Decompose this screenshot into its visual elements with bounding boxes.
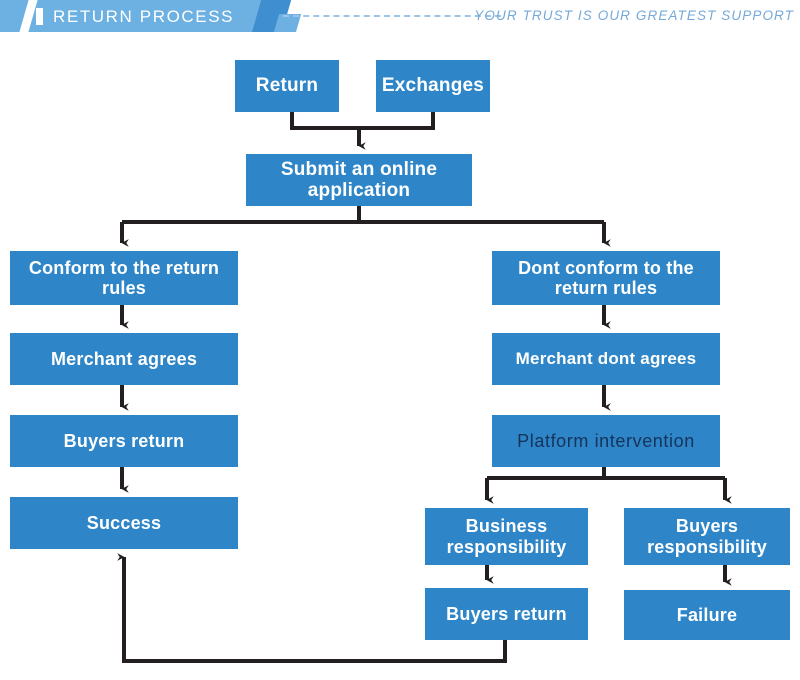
- edge-return-to-submit: [290, 112, 359, 130]
- node-merchant-dont-agrees-label: Merchant dont agrees: [515, 349, 697, 369]
- node-buyers-responsibility-label: Buyers responsibility: [647, 516, 767, 557]
- edge-submit-split: [122, 206, 604, 224]
- node-platform-intervention-label: Platform intervention: [517, 430, 695, 451]
- node-merchant-agrees[interactable]: Merchant agrees: [10, 333, 238, 385]
- node-success[interactable]: Success: [10, 497, 238, 549]
- page-header: RETURN PROCESS YOUR TRUST IS OUR GREATES…: [0, 0, 800, 36]
- node-submit-online-application[interactable]: Submit an online application: [246, 154, 472, 206]
- header-tagline: YOUR TRUST IS OUR GREATEST SUPPORT: [474, 8, 794, 23]
- node-buyers-return-left-label: Buyers return: [63, 430, 185, 451]
- node-buyers-return-bottom[interactable]: Buyers return: [425, 588, 588, 640]
- header-dashed-divider: [283, 15, 501, 17]
- node-buyers-return-left[interactable]: Buyers return: [10, 415, 238, 467]
- node-success-label: Success: [86, 512, 162, 533]
- node-exchanges-label: Exchanges: [381, 75, 485, 97]
- edge-platform-split: [487, 467, 725, 480]
- node-buyers-responsibility[interactable]: Buyers responsibility: [624, 508, 790, 565]
- page-title: RETURN PROCESS: [53, 7, 235, 26]
- node-buyers-return-bottom-label: Buyers return: [446, 603, 567, 624]
- node-return-label: Return: [255, 75, 319, 97]
- node-return[interactable]: Return: [235, 60, 339, 112]
- node-conform-to-return-rules[interactable]: Conform to the return rules: [10, 251, 238, 305]
- node-failure-label: Failure: [676, 604, 738, 625]
- node-submit-label: Submit an online application: [280, 158, 438, 201]
- node-merchant-dont-agrees[interactable]: Merchant dont agrees: [492, 333, 720, 385]
- node-failure[interactable]: Failure: [624, 590, 790, 640]
- node-merchant-agrees-label: Merchant agrees: [50, 348, 198, 369]
- node-platform-intervention[interactable]: Platform intervention: [492, 415, 720, 467]
- node-exchanges[interactable]: Exchanges: [376, 60, 490, 112]
- node-business-responsibility[interactable]: Business responsibility: [425, 508, 588, 565]
- node-conform-label: Conform to the return rules: [28, 257, 220, 298]
- edge-exchanges-to-submit: [359, 112, 435, 130]
- node-business-responsibility-label: Business responsibility: [446, 516, 567, 557]
- node-dont-conform-label: Dont conform to the return rules: [518, 257, 694, 298]
- node-dont-conform-to-return-rules[interactable]: Dont conform to the return rules: [492, 251, 720, 305]
- header-bullet-icon: [36, 8, 43, 25]
